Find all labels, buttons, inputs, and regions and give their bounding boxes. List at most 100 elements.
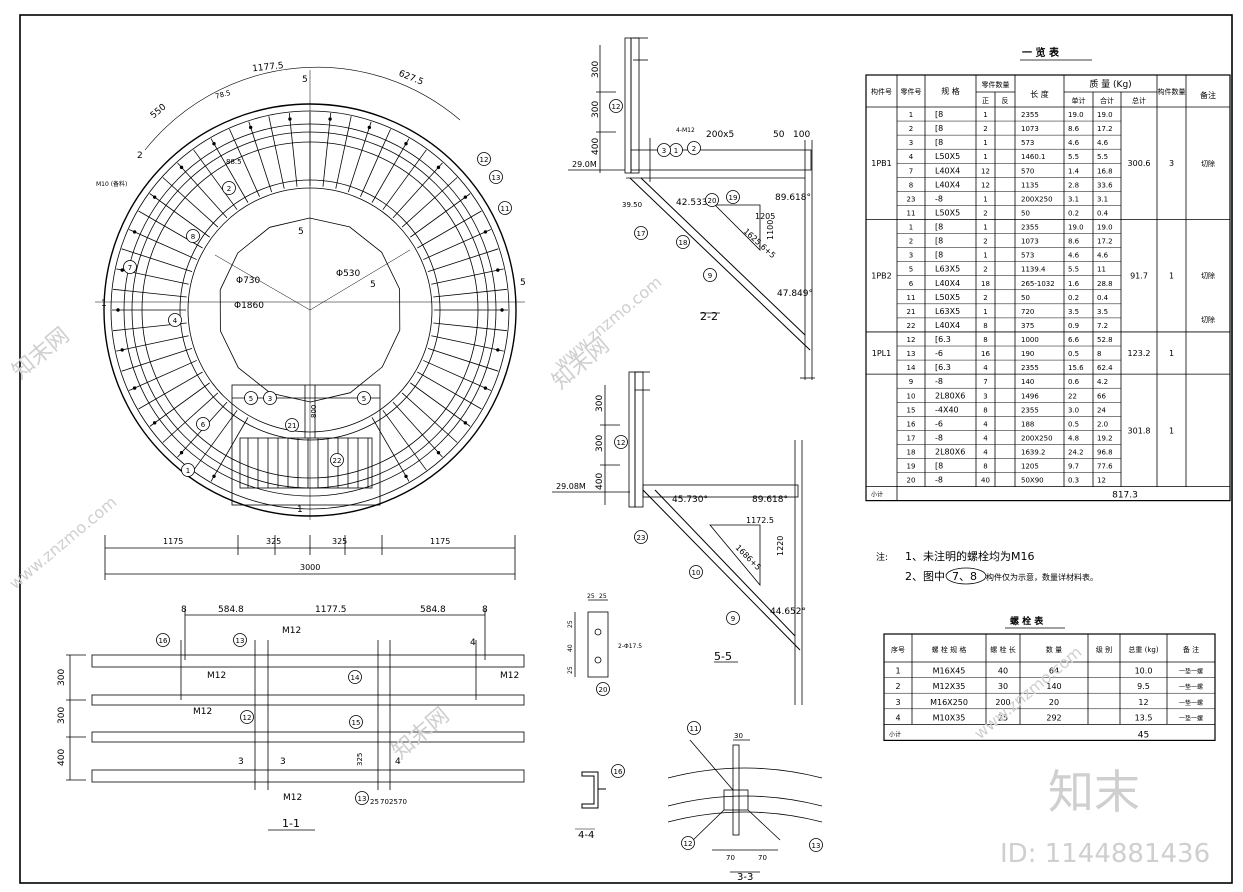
s55-angle-3: 44.652° [770,607,806,617]
section-1-1-labels: 8 584.8 1177.5 584.8 8 300 300 400 M12 M… [57,605,519,830]
sched-header-remark: 备注 [1200,90,1216,100]
plan-dim-bottom-2: 325 [266,537,281,546]
notes: 注: 1、未注明的螺栓均为M16 2、图中 7、8 构件仅为示意，数量详材料表。 [876,549,1098,585]
s11-mark-4-top: 4 [470,638,476,648]
sched-sum-value: 817.3 [1112,491,1138,501]
sched-g0-r7-unit: 0.2 [1068,209,1079,217]
svg-text:6: 6 [201,421,206,429]
sched-g1-note-1: 切除 [1201,315,1215,324]
sched-g0-r3-length: 1460.1 [1021,153,1046,161]
sched-g3-r1-spec: 2L80X6 [935,391,965,400]
svg-text:11: 11 [501,205,510,213]
bolt-r0-c2: 40 [998,667,1008,676]
svg-text:3: 3 [662,147,666,155]
sched-g0-id: 1PB1 [871,159,892,168]
s55-title: 5-5 [714,650,732,663]
plan-part-circle-8: 8 [186,229,200,243]
sched-g3-r1-qty: 3 [983,392,987,400]
sched-g0-r5-spec: L40X4 [935,180,960,189]
detail-20 [574,599,609,678]
svg-text:12: 12 [243,714,252,722]
sched-g1-r4-length: 265-1032 [1021,280,1055,288]
s44-title: 4-4 [578,830,594,841]
sched-g3-r6-subtotal: 77.6 [1097,463,1113,471]
s33-circle-12: 12 [681,836,695,850]
s11-dim-300-2: 300 [57,707,67,724]
s11-mark-3-left: 3 [238,757,244,767]
svg-text:12: 12 [480,156,489,164]
sched-g0-r3-qty: 1 [983,153,987,161]
plan-mark-2: 2 [137,151,143,161]
s11-bolt-label-3: M12 [500,671,519,681]
s22-circle-20: 20 [705,193,719,207]
sched-header-member-qty: 构件数量 [1158,87,1186,96]
sched-g3-r0-subtotal: 4.2 [1097,378,1108,386]
sched-g0-r3-spec: L50X5 [935,152,960,161]
s11-dim-584-left: 584.8 [218,605,244,615]
svg-text:12: 12 [684,840,693,848]
sched-g2-r0-unit: 6.6 [1068,336,1080,344]
sched-g1-r2-item: 3 [909,252,913,260]
s33-circle-13: 13 [809,838,823,852]
sched-g1-r0-spec: [8 [935,223,943,232]
bolt-header-6: 备 注 [1183,645,1199,654]
svg-text:15: 15 [352,719,361,727]
s55-circle-9: 9 [726,611,740,625]
sched-g0-r1-item: 2 [909,125,913,133]
bolt-header-1: 螺 栓 规 格 [932,645,967,654]
s11-circle-13: 13 [233,633,247,647]
sched-g1-r6-unit: 3.5 [1068,308,1079,316]
sched-g2-id: 1PL1 [872,349,891,358]
sched-g0-r2-spec: [8 [935,138,943,147]
svg-text:13: 13 [492,174,501,182]
sched-g1-r3-item: 5 [909,266,913,274]
sched-g0-r5-unit: 2.8 [1068,181,1079,189]
s11-dim-1177: 1177.5 [315,605,347,615]
detail-20-labels: 25 25 25 40 25 2-Φ17.5 [567,593,642,674]
sched-g0-r4-unit: 1.4 [1068,167,1080,175]
sched-g2-r0-item: 12 [907,336,916,344]
plan-mark-1-left: 1 [101,299,107,309]
sched-g0-r0-unit: 19.0 [1068,111,1084,119]
s22-circle-9: 9 [703,268,717,282]
sched-g3-r5-subtotal: 96.8 [1097,449,1113,457]
sched-header-front: 正 [982,97,989,105]
s55-angle-2: 89.618° [752,495,788,505]
sched-g3-r6-unit: 9.7 [1068,463,1079,471]
svg-text:2: 2 [227,185,231,193]
plan-part-circle-5: 5 [244,391,258,405]
sched-g3-r3-subtotal: 2.0 [1097,420,1108,428]
plan-part-circle-13: 13 [489,170,503,184]
sched-g3-r4-spec: -8 [935,433,943,442]
sched-g3-r4-item: 17 [907,434,916,442]
sched-g2-r0-length: 1000 [1021,336,1039,344]
sched-g1-r0-length: 2355 [1021,224,1039,232]
s55-dim-1220: 1220 [776,536,785,556]
plan-part-circle-3: 3 [263,391,277,405]
sched-g3-r7-qty: 40 [981,477,990,485]
sched-g0-r6-qty: 1 [983,195,987,203]
s44-circle: 16 [611,764,625,778]
sched-g1-note-0: 切除 [1201,271,1215,280]
sched-g1-r4-item: 6 [909,280,914,288]
sched-g2-r2-subtotal: 62.4 [1097,364,1113,372]
plan-part-circle-7: 7 [123,260,137,274]
s11-mark-3-right: 3 [280,757,286,767]
plan-part-circle-11: 11 [498,201,512,215]
sched-header-unit: 单计 [1072,96,1086,105]
sched-g3-r7-spec: -8 [935,476,943,485]
sched-g1-r2-subtotal: 4.6 [1097,252,1109,260]
sched-g0-r4-subtotal: 16.8 [1097,167,1113,175]
s11-dim-400: 400 [57,749,67,766]
bolt-r3-c0: 4 [895,713,900,722]
s33-title: 3-3 [737,872,753,883]
sched-g3-qty: 1 [1169,426,1174,435]
s11-bolt-label-4: M12 [193,707,212,717]
s11-circle-13: 13 [355,791,369,805]
sched-g1-r7-qty: 8 [983,322,987,330]
svg-text:12: 12 [612,103,621,111]
notes-line-2-c: 构件仅为示意，数量详材料表。 [986,572,1098,582]
sched-g0-r1-spec: [8 [935,124,943,133]
s55-angle-1: 45.730° [672,495,708,505]
